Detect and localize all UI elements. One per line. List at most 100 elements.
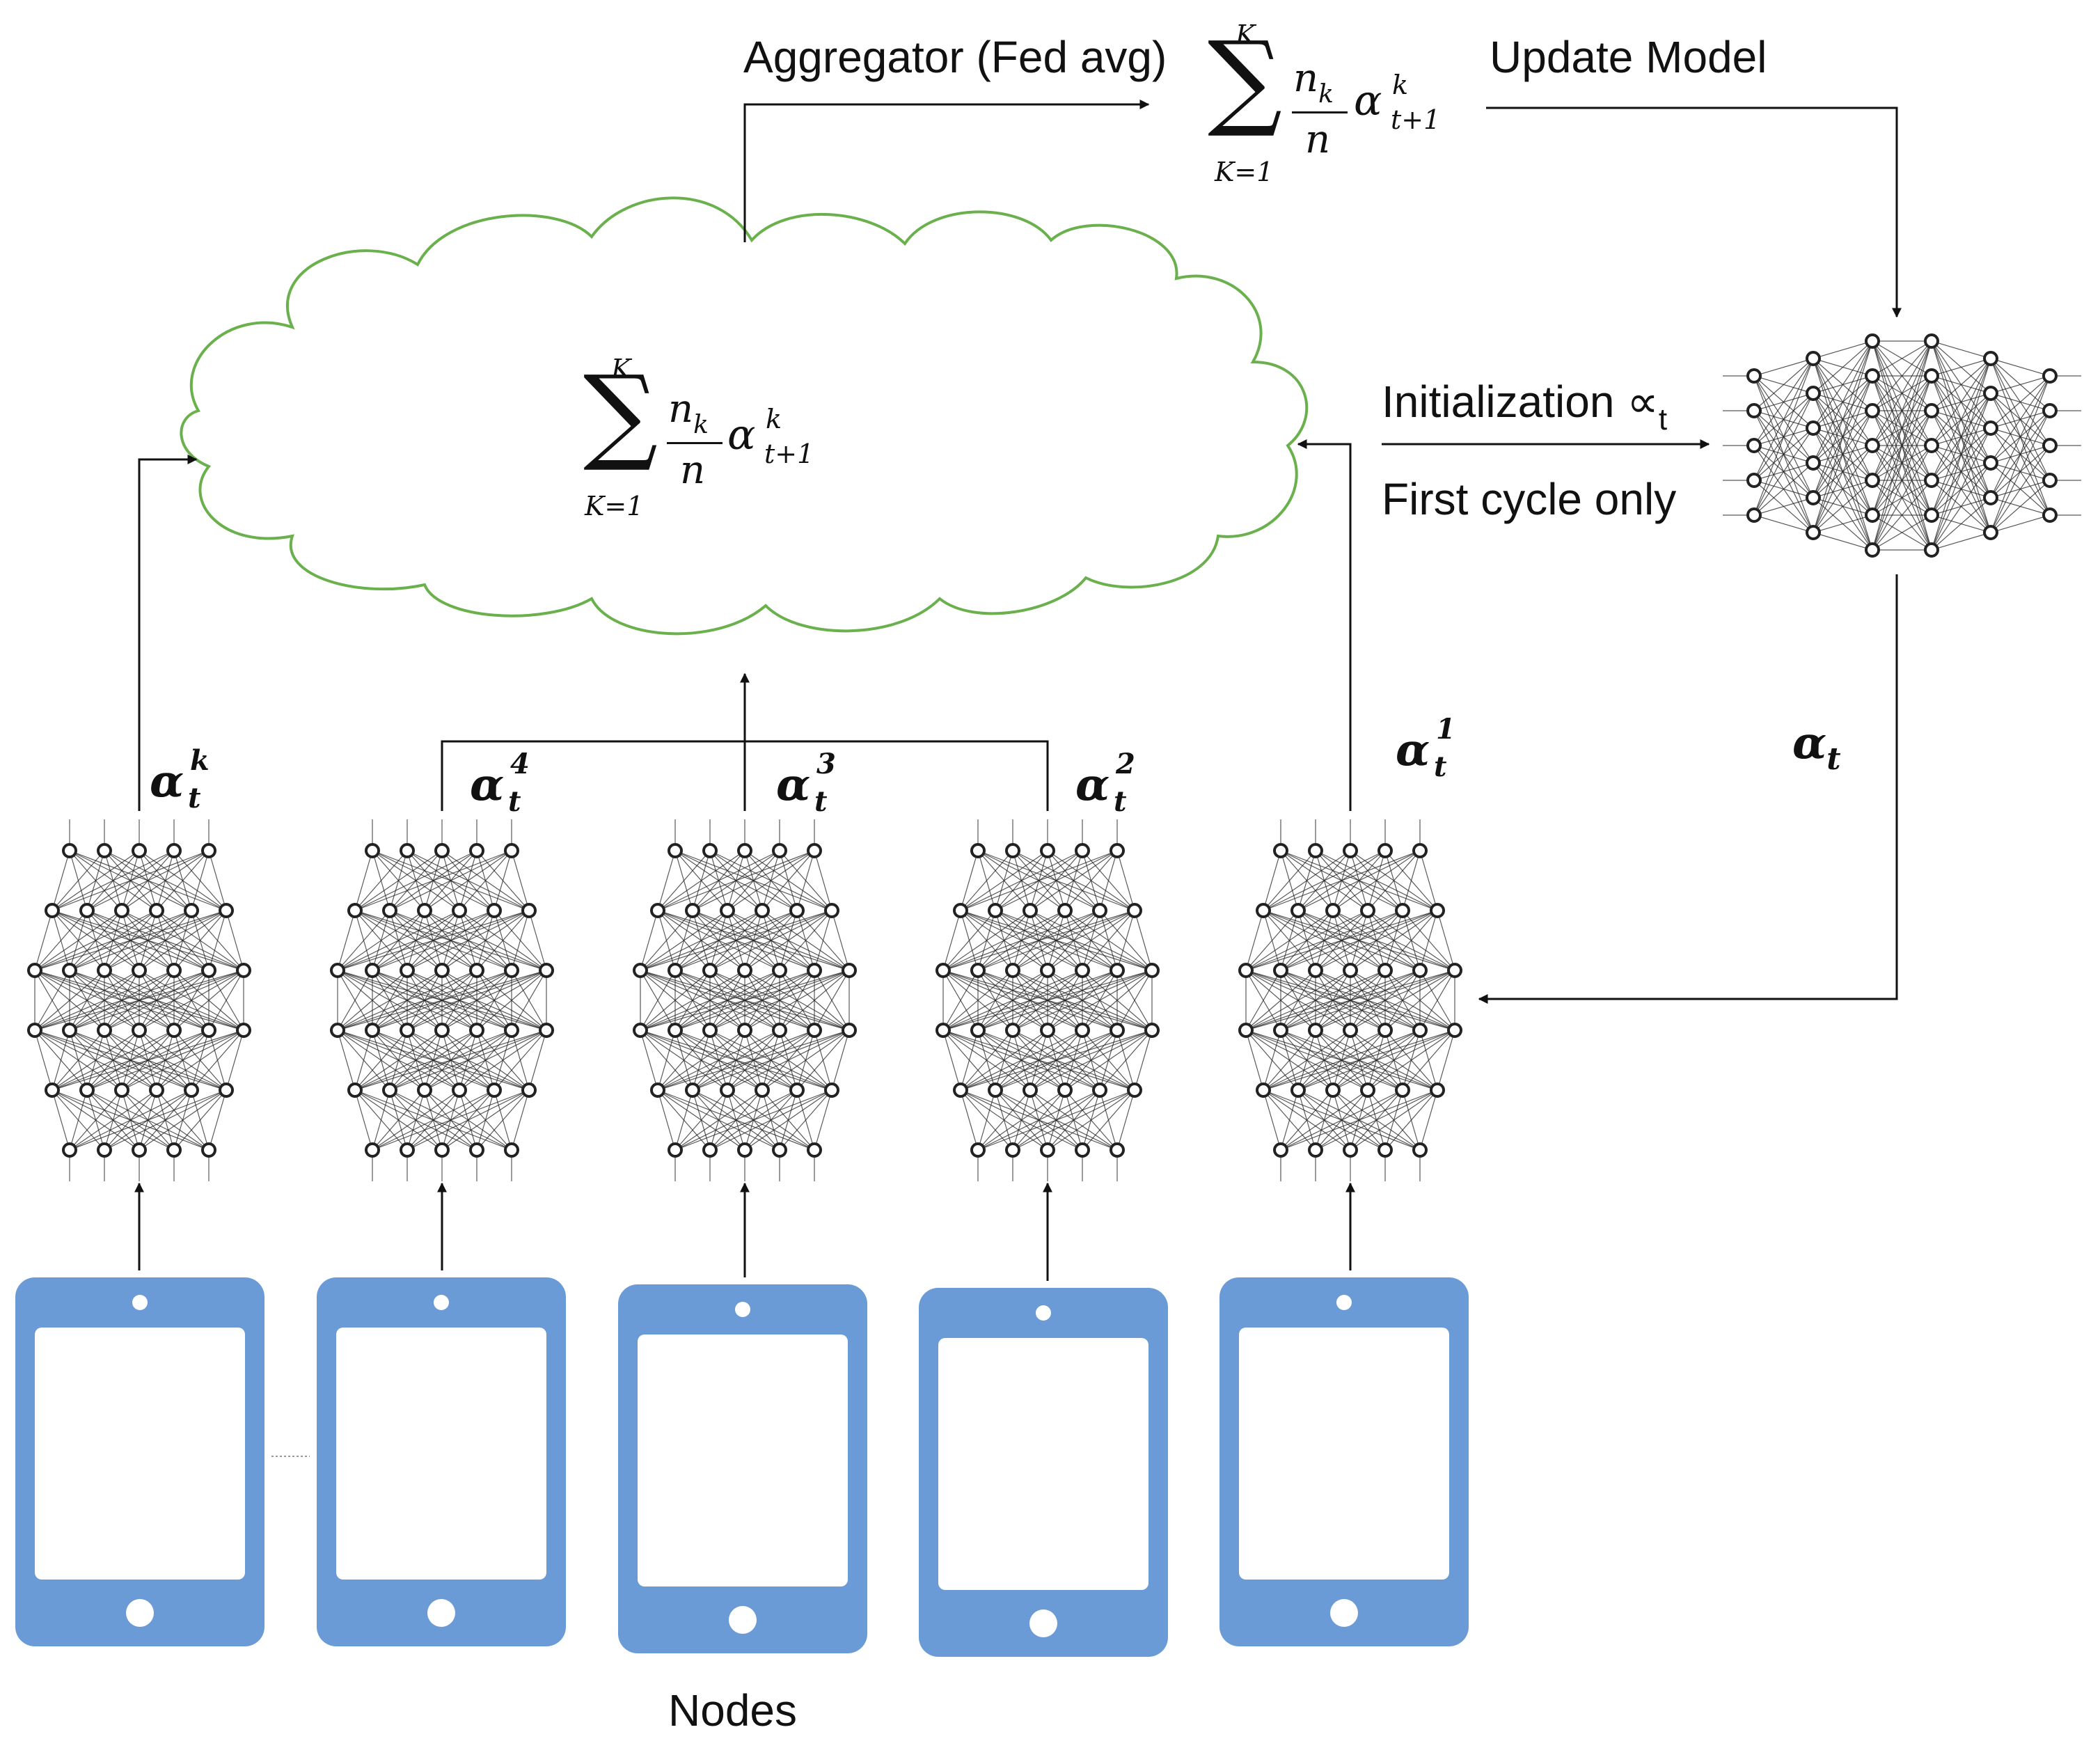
neuron — [1127, 903, 1142, 918]
tablet-screen — [35, 1328, 245, 1580]
neuron — [755, 903, 770, 918]
neuron — [668, 1023, 683, 1038]
cloud-numerator: nk — [668, 386, 709, 439]
neuron — [132, 843, 147, 858]
neuron — [1005, 843, 1020, 858]
neuron — [1144, 1023, 1160, 1038]
neuron — [1865, 368, 1880, 384]
neuron — [668, 963, 683, 978]
neuron — [2042, 473, 2058, 488]
tablet-home-button — [1330, 1599, 1358, 1627]
tablet-home-button — [729, 1606, 757, 1634]
neuron — [702, 1023, 718, 1038]
neuron — [201, 1023, 216, 1038]
network-edges — [1723, 340, 2081, 551]
initialization-label: Initialization ∝t — [1382, 377, 1668, 436]
neuron — [1395, 903, 1410, 918]
neuron — [772, 1023, 787, 1038]
neuron — [365, 1023, 380, 1038]
neuron — [720, 1082, 735, 1098]
nodek-to-cloud-arrow — [138, 455, 198, 811]
tablet-camera — [1036, 1305, 1051, 1321]
connectors — [138, 100, 1902, 1004]
neuron — [1075, 1023, 1090, 1038]
neuron — [1924, 368, 1939, 384]
local-neural-network — [935, 819, 1160, 1181]
neuron — [184, 903, 199, 918]
neuron — [789, 903, 805, 918]
neuron — [1924, 473, 1939, 488]
neuron — [970, 843, 986, 858]
neuron — [1110, 1023, 1125, 1038]
neuron — [539, 1023, 554, 1038]
neuron — [1983, 420, 1998, 436]
neuron — [1806, 455, 1821, 471]
neuron — [1005, 1023, 1020, 1038]
neuron — [434, 843, 450, 858]
network-edges — [640, 819, 850, 1181]
neuron — [504, 1142, 519, 1158]
neuron — [1308, 843, 1323, 858]
tablet-camera — [1336, 1295, 1352, 1310]
neuron — [650, 903, 665, 918]
neuron — [668, 1142, 683, 1158]
neuron — [1075, 843, 1090, 858]
neuron — [201, 963, 216, 978]
neuron — [807, 1023, 822, 1038]
cloud-alpha-sub: t+1 — [764, 439, 814, 469]
neuron — [1924, 438, 1939, 453]
neuron — [539, 963, 554, 978]
node1-to-cloud-arrow — [1297, 439, 1352, 811]
neuron — [1110, 1142, 1125, 1158]
neuron — [807, 1142, 822, 1158]
neuron — [824, 1082, 839, 1098]
neuron — [1865, 333, 1880, 349]
neuron — [1325, 1082, 1341, 1098]
neuron — [702, 963, 718, 978]
tablet-screen — [336, 1328, 546, 1580]
neuron — [1144, 963, 1160, 978]
neuron — [1273, 1023, 1288, 1038]
neuron — [201, 1142, 216, 1158]
neuron — [1865, 542, 1880, 558]
neuron — [166, 1023, 182, 1038]
neuron — [1924, 542, 1939, 558]
neuron — [1343, 843, 1358, 858]
neuron — [219, 1082, 234, 1098]
neuron — [132, 1023, 147, 1038]
neuron — [988, 1082, 1003, 1098]
neuron — [1040, 1023, 1055, 1038]
neuron — [469, 1142, 484, 1158]
network-nodes — [1746, 333, 2058, 558]
agg-alpha-sub: t+1 — [1391, 104, 1441, 135]
neuron — [1308, 963, 1323, 978]
neuron — [149, 903, 164, 918]
neuron — [62, 963, 77, 978]
neuron — [1057, 903, 1073, 918]
neuron — [365, 843, 380, 858]
neuron — [1806, 351, 1821, 366]
neuron — [737, 963, 752, 978]
neuron — [1290, 1082, 1306, 1098]
neuron — [1983, 525, 1998, 540]
local-neural-network — [633, 819, 857, 1181]
neuron — [789, 1082, 805, 1098]
global-to-nodes-arrow — [1478, 574, 1898, 1004]
cloud-server — [180, 196, 1309, 636]
neuron — [633, 963, 648, 978]
neuron — [97, 1023, 112, 1038]
neuron — [1110, 963, 1125, 978]
agg-denominator: n — [1305, 117, 1331, 162]
neuron — [166, 1142, 182, 1158]
network-edges — [1245, 819, 1455, 1181]
network-edges — [34, 819, 244, 1181]
local-neural-network — [1238, 819, 1462, 1181]
neuron — [365, 1142, 380, 1158]
neuron — [807, 963, 822, 978]
neuron — [45, 1082, 60, 1098]
neuron — [1447, 963, 1462, 978]
neuron — [2042, 438, 2058, 453]
neuron — [62, 1023, 77, 1038]
neuron — [1273, 1142, 1288, 1158]
update-model-label: Update Model — [1490, 32, 1767, 82]
